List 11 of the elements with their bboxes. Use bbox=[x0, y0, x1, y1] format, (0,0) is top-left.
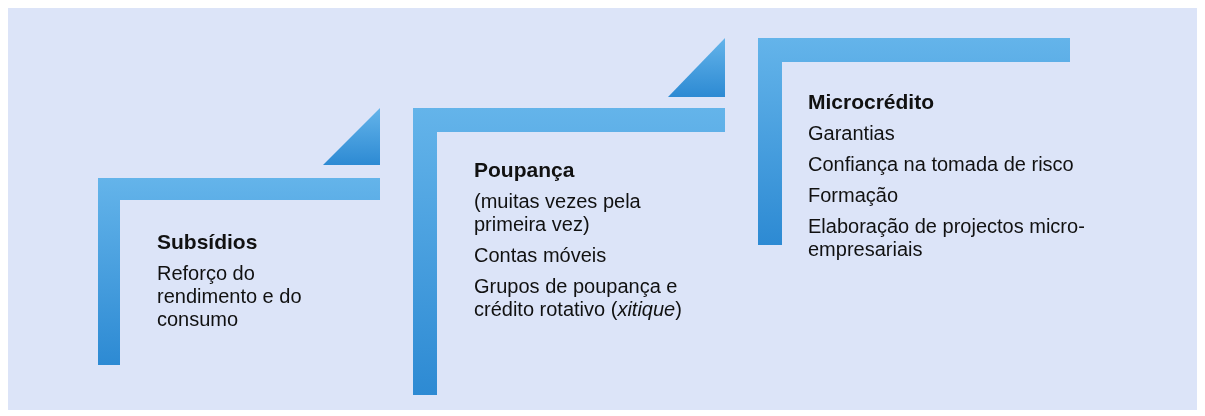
step-item: Formação bbox=[808, 184, 900, 207]
step-item: Confiança na tomada de risco bbox=[808, 153, 1075, 176]
step-heading: Microcrédito bbox=[808, 90, 936, 114]
step-item: (muitas vezes pela primeira vez) bbox=[474, 190, 642, 236]
step-heading: Subsídios bbox=[157, 230, 259, 254]
step-item: Garantias bbox=[808, 122, 896, 145]
step-heading: Poupança bbox=[474, 158, 576, 182]
step-item: Reforço do rendimento e do consumo bbox=[157, 262, 303, 331]
step-item: Elaboração de projectos micro-empresariais bbox=[808, 215, 1086, 261]
step-item: Contas móveis bbox=[474, 244, 608, 267]
step-item: Grupos de poupança e crédito rotativo (xitique) bbox=[474, 275, 683, 321]
